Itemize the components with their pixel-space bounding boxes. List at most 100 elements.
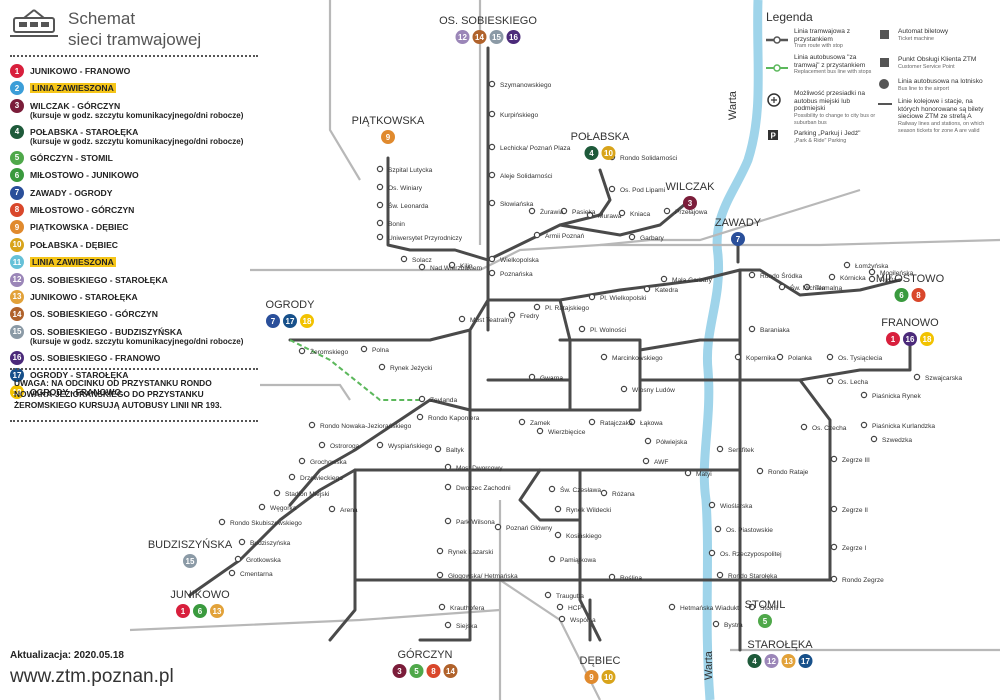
stop-marker <box>444 483 452 491</box>
line-badge-16 <box>506 30 521 44</box>
stop-marker <box>608 573 616 581</box>
legend-item: Linia autobusowa "za tramwaj" z przystan… <box>794 54 878 77</box>
stop-marker <box>620 385 628 393</box>
legend-item-translation: Customer Service Point <box>898 63 955 70</box>
stop-marker <box>608 185 616 193</box>
stop-marker <box>378 363 386 371</box>
stop-marker <box>518 418 526 426</box>
stop-marker <box>458 315 466 323</box>
stop-label: Ratajczaka <box>600 420 633 427</box>
stop-marker <box>376 201 384 209</box>
stop-label: Traugutta <box>556 593 584 600</box>
line-badge-18 <box>920 332 934 346</box>
line-number: 4 <box>752 657 757 666</box>
stop-label: Rondo Starołęka <box>728 573 777 580</box>
line-badge-18: 18 <box>10 385 24 400</box>
line-route: OS. SOBIESKIEGO - GÓRCZYN <box>30 309 158 320</box>
stop-label: Budziszyńska <box>250 540 291 547</box>
line-badge-18 <box>300 314 314 328</box>
stop-label: Pl. Ratajskiego <box>545 305 589 312</box>
stop-marker <box>668 603 676 611</box>
stop-label: Zegrze I <box>842 545 866 552</box>
stop-label: Marcinkowskiego <box>612 355 663 362</box>
river-warta <box>699 0 763 700</box>
stop-label: Św. Leonarda <box>388 201 429 210</box>
line-badge-4 <box>584 146 599 160</box>
stop-marker <box>488 143 496 151</box>
stop-label: Rynek Wildecki <box>566 507 612 514</box>
divider <box>10 55 258 57</box>
line-route: ZAWADY - OGRODY <box>30 187 113 198</box>
line-row-18: 18 OGRODY - FRANOWO <box>10 385 255 402</box>
stop-marker <box>714 525 722 533</box>
stop-label: Wspólna <box>570 617 596 624</box>
legend-item-label: Automat biletowy <box>898 28 949 35</box>
stop-marker <box>234 555 242 563</box>
stop-marker <box>298 457 306 465</box>
line-number: 12 <box>458 33 467 42</box>
svg-text:P: P <box>771 132 777 141</box>
legend: Legenda P Linia tramwajowa z przystankie… <box>758 6 994 148</box>
line-badge-4 <box>747 654 762 668</box>
stop-marker <box>376 219 384 227</box>
stop-label: Rondo Zegrze <box>842 577 884 584</box>
stop-marker <box>628 418 636 426</box>
line-badge-10: 10 <box>10 237 24 252</box>
line-badge-1 <box>886 332 900 346</box>
stop-marker <box>828 273 836 281</box>
stop-label: Rondo Nowaka-Jeziorańskiego <box>320 423 412 430</box>
stop-label: Piaśnicka Rynek <box>872 393 921 400</box>
stop-marker <box>400 255 408 263</box>
line-number: 5 <box>414 667 419 676</box>
line-number: 13 <box>213 607 222 616</box>
stop-marker <box>418 395 426 403</box>
stop-marker <box>830 575 838 583</box>
terminal-name: ZAWADY <box>715 217 762 229</box>
stop-marker <box>708 549 716 557</box>
terminal-name: STAROŁĘKA <box>747 639 813 651</box>
line-badge-14 <box>443 664 458 678</box>
line-badge-11: 11 <box>10 255 24 270</box>
line-badge-17 <box>283 314 297 328</box>
stop-label: Os. Czecha <box>812 425 847 432</box>
line-route: OGRODY - FRANOWO <box>30 387 122 398</box>
stop-marker <box>444 517 452 525</box>
stop-marker <box>488 269 496 277</box>
legend-item-translation: Railway lines and stations, on which sea… <box>898 120 985 135</box>
website-link[interactable]: www.ztm.poznan.pl <box>10 666 174 687</box>
stop-marker <box>438 603 446 611</box>
stop-marker <box>376 183 384 191</box>
stop-label: Stadion Miejski <box>285 491 330 498</box>
line-number: 9 <box>589 673 594 682</box>
line-route: PIĄTKOWSKA - DĘBIEC <box>30 222 129 233</box>
line-badge-8 <box>911 288 926 302</box>
line-badge-4: 4 <box>10 124 24 139</box>
stop-label: Baraniaka <box>760 327 790 334</box>
detour-note: UWAGA: NA ODCINKU OD PRZYSTANKU RONDO NO… <box>14 378 222 410</box>
stop-marker <box>436 547 444 555</box>
line-badge-1: 1 <box>10 64 24 78</box>
stop-label: Szwajcarska <box>925 375 962 382</box>
stop-marker <box>644 437 652 445</box>
line-badge-8: 8 <box>10 202 24 217</box>
stop-marker <box>548 485 556 493</box>
line-number: 7 <box>736 235 741 244</box>
line-badge-1 <box>176 604 190 618</box>
stop-label: Zamek <box>530 420 551 427</box>
line-badge-12: 12 <box>10 272 24 287</box>
line-number: 16 <box>509 33 518 42</box>
line-route: JUNIKOWO - STAROŁĘKA <box>30 291 138 302</box>
stop-label: Kopernika <box>746 355 776 362</box>
stop-label: Żeromskiego <box>310 347 348 356</box>
stop-label: Szwedzka <box>882 437 912 444</box>
stop-marker <box>868 275 876 283</box>
